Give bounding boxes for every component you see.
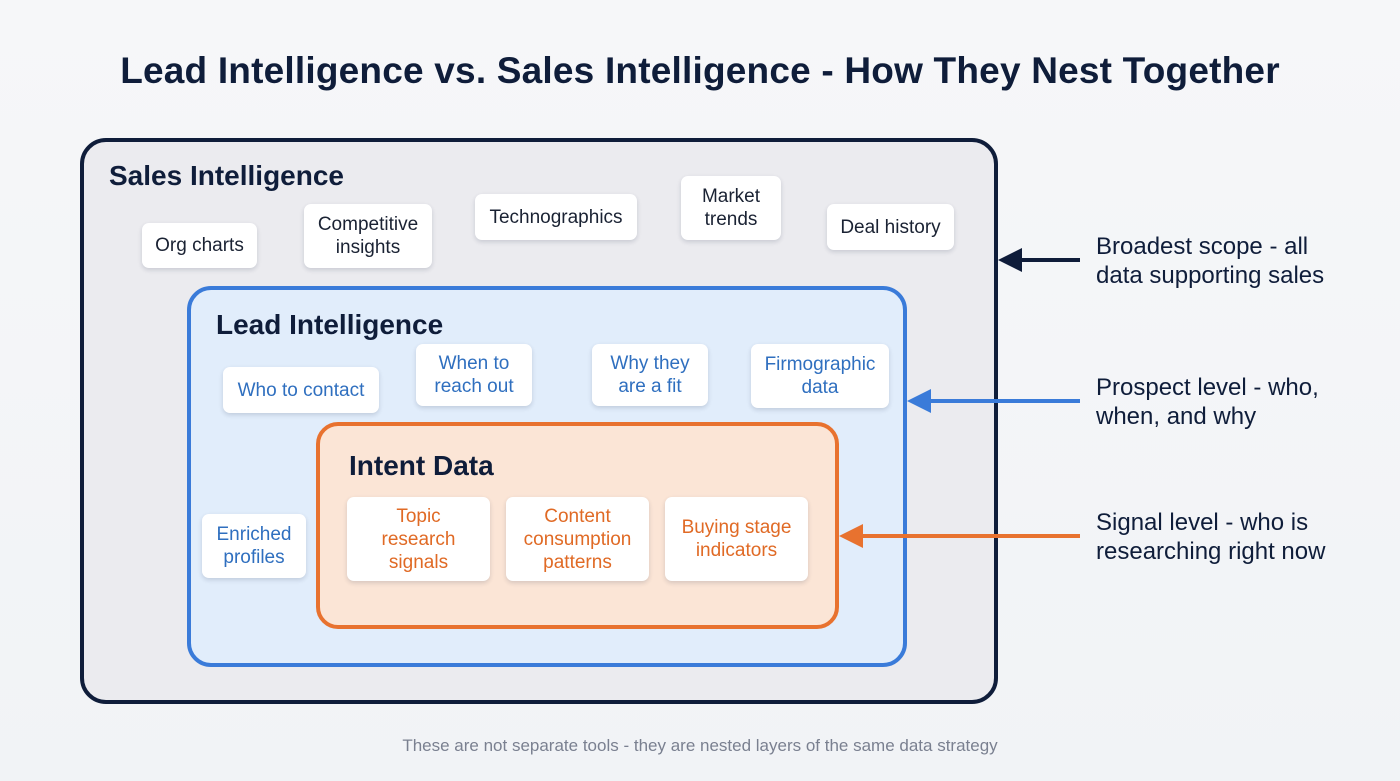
card-content-consumption-patterns: Content consumption patterns [506, 497, 649, 581]
intent-data-title: Intent Data [349, 450, 494, 481]
lead-annotation-line2: when, and why [1096, 403, 1257, 430]
card-firmographic-data: Firmographic data [751, 344, 889, 408]
diagram-title: Lead Intelligence vs. Sales Intelligence… [120, 50, 1280, 91]
lead-intelligence-title: Lead Intelligence [216, 309, 444, 340]
sales-arrow [998, 248, 1080, 272]
sales-intelligence-title: Sales Intelligence [109, 160, 344, 191]
card-competitive-insights: Competitive insights [304, 204, 432, 268]
card-deal-history: Deal history [827, 204, 954, 250]
footer-note: These are not separate tools - they are … [402, 736, 998, 755]
card-org-charts: Org charts [142, 223, 257, 268]
card-market-trends: Market trends [681, 176, 781, 240]
lead-scope-annotation: Prospect level - who, when, and why [1096, 373, 1319, 431]
intent-annotation-line2: researching right now [1096, 538, 1326, 565]
card-why-they-are-a-fit: Why they are a fit [592, 344, 708, 406]
sales-scope-annotation: Broadest scope - all data supporting sal… [1096, 232, 1324, 290]
card-buying-stage-indicators: Buying stage indicators [665, 497, 808, 581]
lead-annotation-line1: Prospect level - who, [1096, 374, 1319, 401]
intent-annotation-line1: Signal level - who is [1096, 509, 1309, 536]
card-topic-research-signals: Topic research signals [347, 497, 490, 581]
card-when-to-reach-out: When to reach out [416, 344, 532, 406]
sales-annotation-line2: data supporting sales [1096, 262, 1325, 289]
intent-scope-annotation: Signal level - who is researching right … [1096, 508, 1325, 566]
card-who-to-contact: Who to contact [223, 367, 379, 413]
card-enriched-profiles: Enriched profiles [202, 514, 306, 578]
card-technographics: Technographics [475, 194, 637, 240]
sales-annotation-line1: Broadest scope - all [1096, 233, 1309, 260]
